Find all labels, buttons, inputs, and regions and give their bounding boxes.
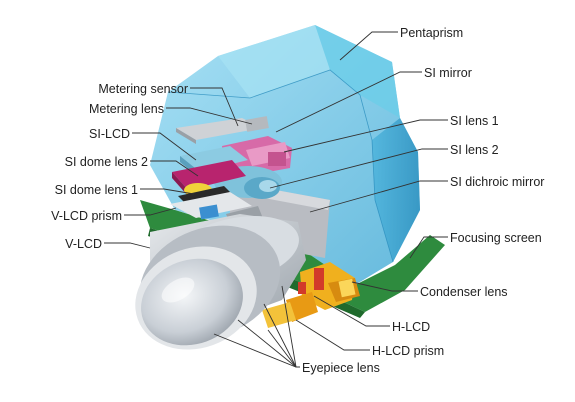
metering-sensor-shape: [176, 118, 262, 144]
label-metering-sensor: Metering sensor: [98, 82, 188, 96]
leader-eyepiece-1: [213, 333, 300, 368]
leader-si-dome-lens-1: [140, 188, 195, 195]
leader-v-lcd-prism: [124, 207, 177, 216]
leader-si-mirror: [275, 71, 422, 133]
label-si-lens-1: SI lens 1: [450, 114, 499, 128]
leader-pentaprism: [339, 31, 398, 61]
leader-metering-sensor: [190, 87, 239, 127]
label-si-lcd: SI-LCD: [89, 127, 130, 141]
label-si-lens-2: SI lens 2: [450, 143, 499, 157]
label-si-mirror: SI mirror: [424, 66, 472, 80]
si-lens-1-shape: [222, 136, 292, 176]
leader-condenser-lens: [351, 281, 418, 292]
label-v-lcd: V-LCD: [65, 237, 102, 251]
leader-lines: [104, 31, 448, 368]
label-si-dome-lens-1: SI dome lens 1: [54, 183, 138, 197]
leader-eyepiece-5: [267, 329, 300, 368]
leader-si-dome-lens-2: [150, 160, 199, 177]
leader-v-lcd: [104, 242, 151, 249]
label-v-lcd-prism: V-LCD prism: [51, 209, 122, 223]
metering-lens-shape: [245, 116, 269, 132]
leader-si-dichroic-mirror: [309, 180, 448, 213]
label-h-lcd-prism: H-LCD prism: [372, 344, 445, 358]
eyepiece-lens-shape: [135, 214, 306, 350]
label-condenser-lens: Condenser lens: [420, 285, 508, 299]
h-lcd-shape: [262, 268, 324, 328]
label-si-dichroic-mirror: SI dichroic mirror: [450, 175, 545, 189]
leader-h-lcd-prism: [295, 319, 370, 351]
leader-si-lcd: [132, 132, 197, 161]
leader-h-lcd: [313, 295, 390, 327]
leader-si-lens-2: [269, 148, 448, 189]
leader-si-lens-1: [283, 119, 448, 153]
label-si-dome-lens-2: SI dome lens 2: [64, 155, 148, 169]
label-focusing-screen: Focusing screen: [450, 231, 542, 245]
label-eyepiece-lens: Eyepiece lens: [302, 361, 380, 375]
label-pentaprism: Pentaprism: [400, 26, 464, 40]
leader-metering-lens: [166, 107, 253, 125]
label-h-lcd: H-LCD: [392, 320, 431, 334]
leader-focusing-screen: [409, 236, 448, 259]
label-metering-lens: Metering lens: [88, 102, 164, 116]
